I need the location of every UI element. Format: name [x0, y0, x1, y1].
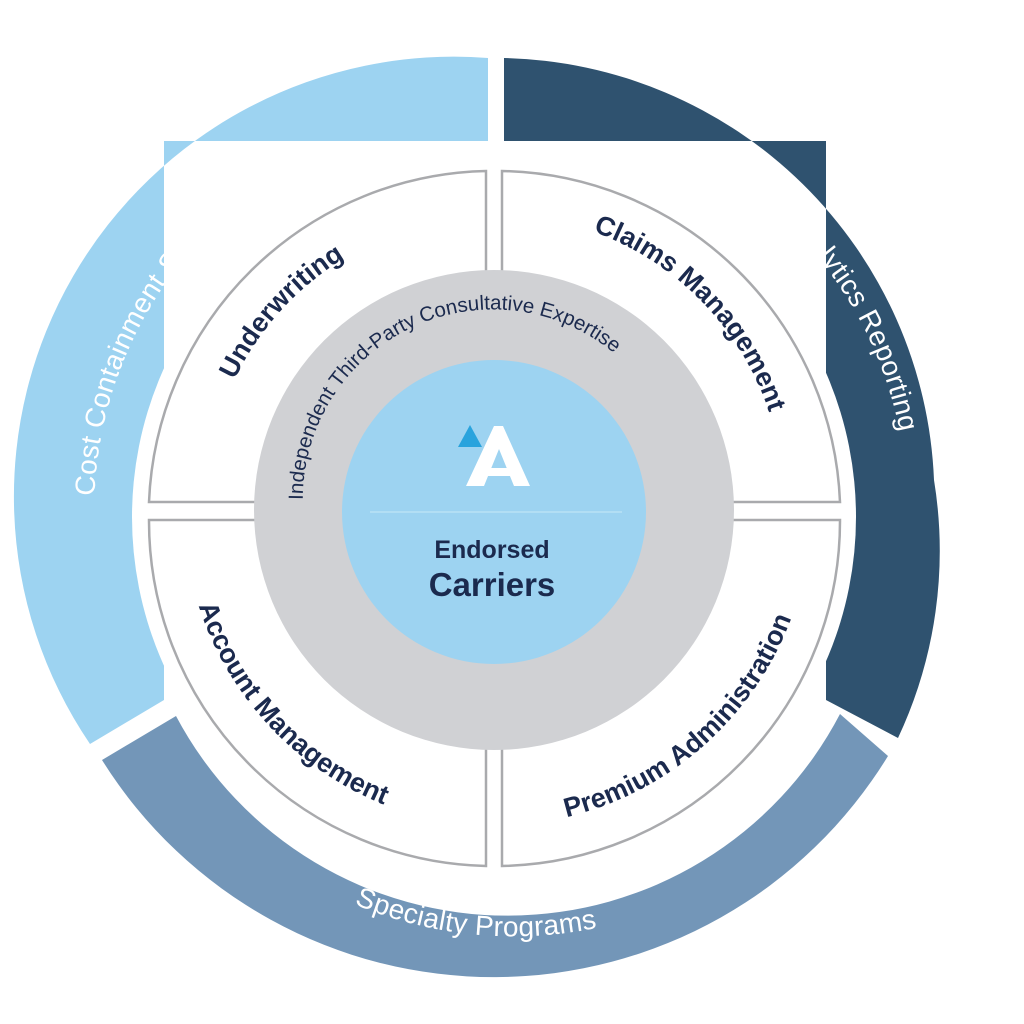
center-line-endorsed: Endorsed	[434, 536, 549, 564]
center-line-carriers: Carriers	[429, 566, 556, 603]
cost-containment-segment	[13, 56, 488, 744]
stylized-a-logo-icon	[458, 425, 530, 486]
specialty-programs-segment	[102, 714, 888, 978]
